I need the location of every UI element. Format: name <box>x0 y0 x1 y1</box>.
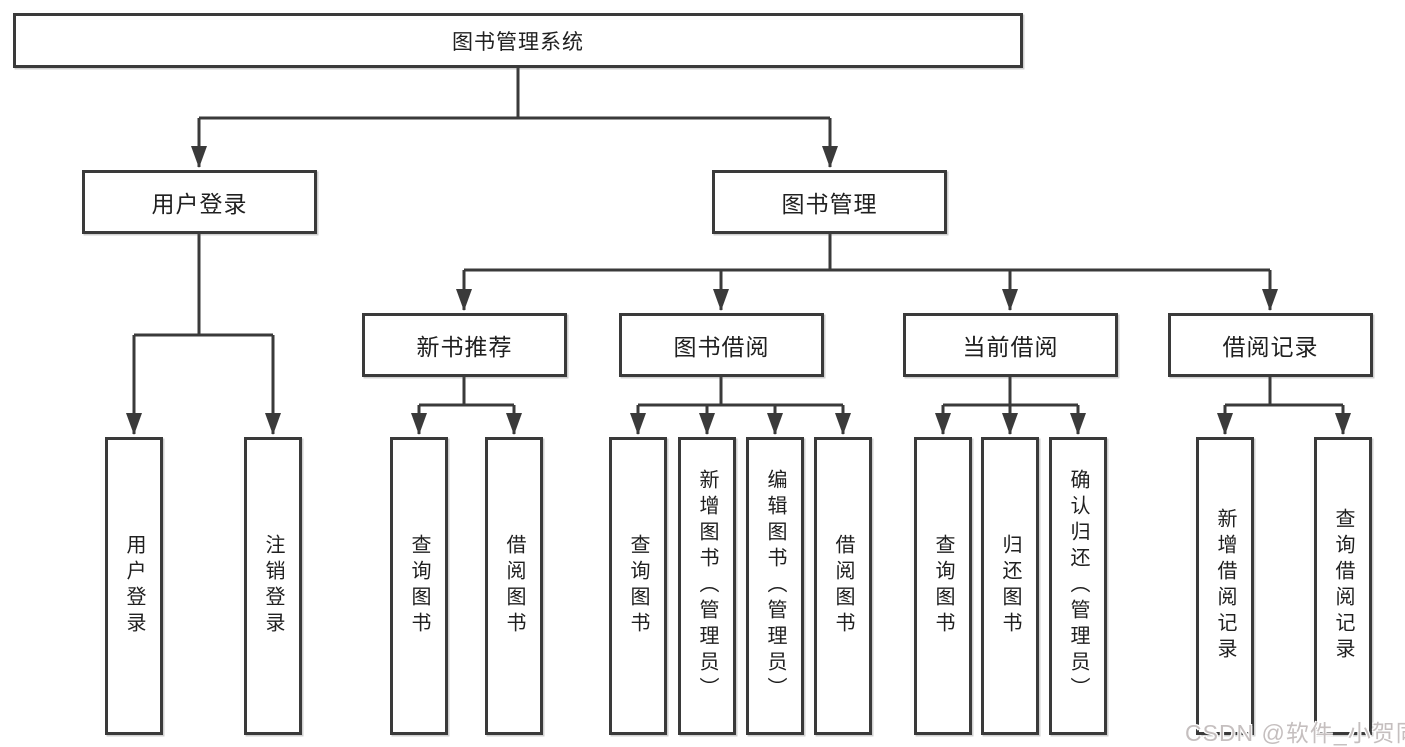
leaf-borrow-books: 借阅图书 <box>814 437 872 735</box>
leaf-current-query-books-label: 查询图书 <box>932 534 954 638</box>
leaf-borrow-books-label: 借阅图书 <box>832 534 854 638</box>
leaf-newbook-borrow-books-label: 借阅图书 <box>503 534 525 638</box>
leaf-newbook-query-books-label: 查询图书 <box>408 534 430 638</box>
leaf-newbook-query-books: 查询图书 <box>390 437 448 735</box>
leaf-edit-books-admin: 编辑图书（管理员） <box>746 437 804 735</box>
section-book-borrow: 图书借阅 <box>619 313 824 377</box>
branch-book-management: 图书管理 <box>712 170 947 234</box>
leaf-add-borrow-record: 新增借阅记录 <box>1196 437 1254 735</box>
leaf-newbook-borrow-books: 借阅图书 <box>485 437 543 735</box>
leaf-query-borrow-record-label: 查询借阅记录 <box>1332 508 1354 664</box>
leaf-return-books: 归还图书 <box>981 437 1039 735</box>
branch-user-login: 用户登录 <box>82 170 317 234</box>
leaf-logout: 注销登录 <box>244 437 302 735</box>
root-node: 图书管理系统 <box>13 13 1023 68</box>
section-current-borrow-label: 当前借阅 <box>962 334 1059 360</box>
leaf-add-borrow-record-label: 新增借阅记录 <box>1214 508 1236 664</box>
leaf-add-books-admin-label: 新增图书（管理员） <box>696 469 718 703</box>
csdn-watermark: CSDN @软件_小贺同学 <box>1185 720 1405 746</box>
branch-book-management-label: 图书管理 <box>781 191 878 217</box>
leaf-user-login-label: 用户登录 <box>123 534 145 638</box>
section-new-book-recommend-label: 新书推荐 <box>416 334 513 360</box>
section-borrow-records-label: 借阅记录 <box>1222 334 1319 360</box>
leaf-borrow-query-books: 查询图书 <box>609 437 667 735</box>
leaf-add-books-admin: 新增图书（管理员） <box>678 437 736 735</box>
leaf-confirm-return-admin: 确认归还（管理员） <box>1049 437 1107 735</box>
leaf-borrow-query-books-label: 查询图书 <box>627 534 649 638</box>
section-new-book-recommend: 新书推荐 <box>362 313 567 377</box>
leaf-user-login: 用户登录 <box>105 437 163 735</box>
leaf-edit-books-admin-label: 编辑图书（管理员） <box>764 469 786 703</box>
leaf-confirm-return-admin-label: 确认归还（管理员） <box>1067 469 1089 703</box>
branch-user-login-label: 用户登录 <box>151 191 248 217</box>
leaf-query-borrow-record: 查询借阅记录 <box>1314 437 1372 735</box>
root-node-label: 图书管理系统 <box>452 30 584 54</box>
leaf-current-query-books: 查询图书 <box>914 437 972 735</box>
section-borrow-records: 借阅记录 <box>1168 313 1373 377</box>
leaf-return-books-label: 归还图书 <box>999 534 1021 638</box>
section-book-borrow-label: 图书借阅 <box>673 334 770 360</box>
leaf-logout-label: 注销登录 <box>262 534 284 638</box>
section-current-borrow: 当前借阅 <box>903 313 1118 377</box>
